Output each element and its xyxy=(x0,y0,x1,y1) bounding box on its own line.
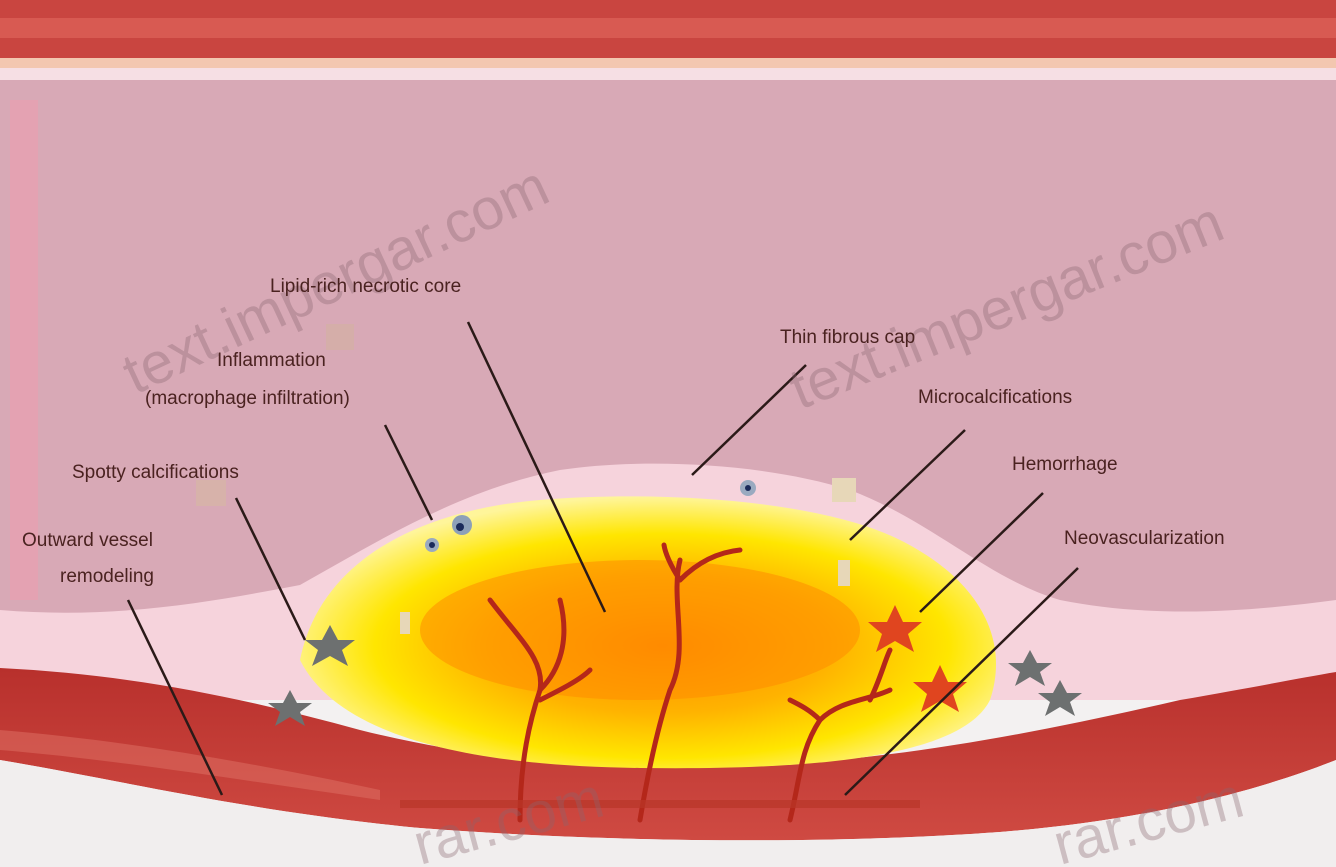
label-hemorrhage: Hemorrhage xyxy=(1012,454,1118,475)
label-inflammation-line1: Inflammation xyxy=(217,350,326,371)
watermark-square-2 xyxy=(196,480,226,506)
lumen-left-edge xyxy=(10,100,38,600)
top-intima xyxy=(0,68,1336,80)
label-neovascularization: Neovascularization xyxy=(1064,528,1225,549)
microcalcification-3 xyxy=(400,612,410,634)
label-spotty-calcifications: Spotty calcifications xyxy=(72,462,239,483)
label-outward-remodeling-line1: Outward vessel xyxy=(22,530,153,551)
watermark-square-1 xyxy=(326,324,354,350)
top-wall-adventitia xyxy=(0,58,1336,68)
label-microcalcifications: Microcalcifications xyxy=(918,387,1072,408)
necrotic-center xyxy=(420,560,860,700)
label-outward-remodeling-line2: remodeling xyxy=(60,566,154,587)
label-lipid-core: Lipid-rich necrotic core xyxy=(270,276,461,297)
microcalcification-2 xyxy=(838,560,850,586)
microcalcification-1 xyxy=(832,478,856,502)
label-inflammation-line2: (macrophage infiltration) xyxy=(145,388,350,409)
label-thin-fibrous-cap: Thin fibrous cap xyxy=(780,327,915,348)
top-wall-highlight xyxy=(0,18,1336,38)
